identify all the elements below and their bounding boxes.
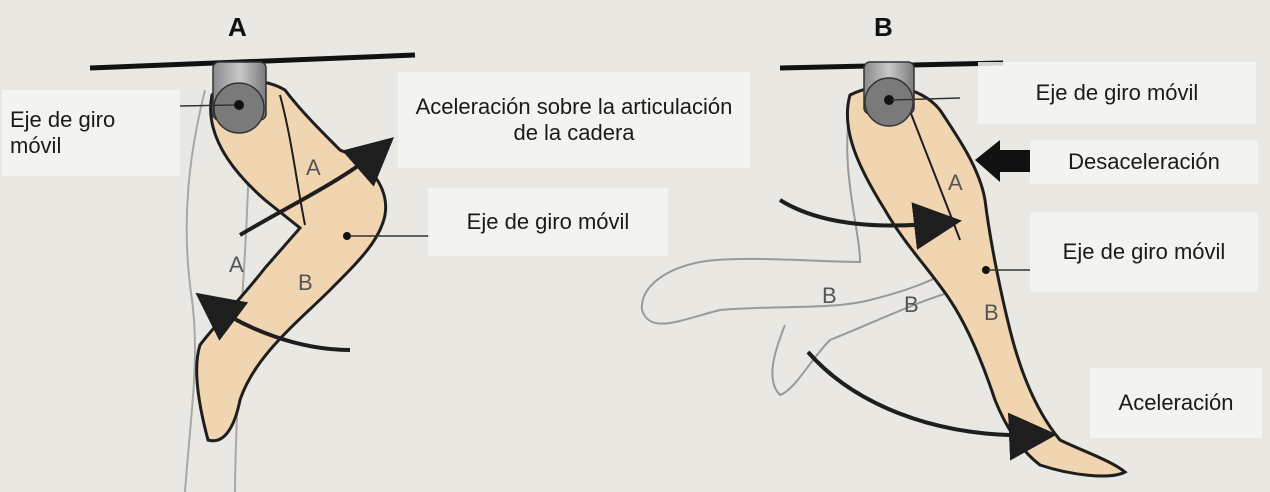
panel-a-pivot-leader <box>179 104 235 107</box>
panel-b-acceleration-label: Aceleración <box>1090 368 1262 438</box>
panel-b-segment-back-shank: B <box>904 292 919 317</box>
panel-a-knee-pivot-label: Eje de giro móvil <box>428 188 668 256</box>
panel-a-hip-arrow <box>238 137 395 237</box>
panel-b-pivot-dot <box>884 95 894 105</box>
panel-b-limb <box>845 85 1128 478</box>
panel-b-swing-arrow <box>778 198 962 250</box>
panel-a-pivot-label: Eje de giro móvil <box>2 90 180 176</box>
panel-b-deceleration-label: Desaceleración <box>1030 140 1258 184</box>
panel-a-segment-shank: B <box>298 270 313 295</box>
panel-b-ghost-leg <box>640 109 961 397</box>
panel-b-segment-thigh: A <box>948 170 963 195</box>
panel-b-pivot-leader <box>891 97 961 101</box>
panel-b-segment-back-thigh: B <box>822 283 837 308</box>
panel-a-thigh-line <box>279 94 306 226</box>
panel-b-acceleration-arrow <box>806 350 1057 461</box>
panel-b-knee-dot <box>982 266 990 274</box>
panel-b-pivot-label: Eje de giro móvil <box>978 62 1256 124</box>
panel-a-segment-thigh: A <box>306 155 321 180</box>
panel-b-title: B <box>874 12 893 42</box>
panel-b-segment-shank: B <box>984 300 999 325</box>
panel-b-knee-pivot-label: Eje de giro móvil <box>1030 212 1258 292</box>
panel-a-limb <box>195 79 388 443</box>
panel-a-hip-acceleration-label: Aceleración sobre la articulación de la … <box>398 72 750 168</box>
panel-a-pivot-dot <box>234 100 244 110</box>
panel-b-deceleration-arrow <box>975 140 1030 182</box>
panel-a-swing-arrow <box>195 292 351 352</box>
panel-a-title: A <box>228 12 247 42</box>
panel-a-knee-dot <box>343 232 351 240</box>
panel-a-segment-back-leg: A <box>229 252 244 277</box>
